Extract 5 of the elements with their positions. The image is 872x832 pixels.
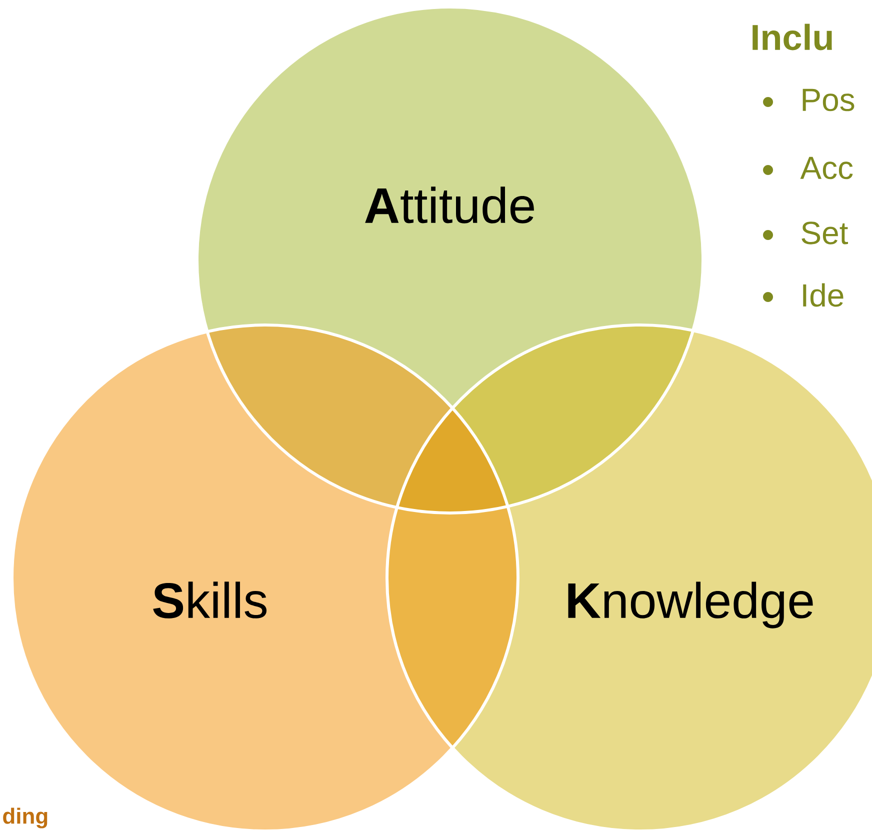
heading: Inclu (752, 24, 832, 50)
list-item: Set (802, 222, 848, 244)
list-item: Acc (800, 156, 853, 180)
list-item: Pos (802, 88, 854, 112)
heading: ding (3, 808, 48, 828)
